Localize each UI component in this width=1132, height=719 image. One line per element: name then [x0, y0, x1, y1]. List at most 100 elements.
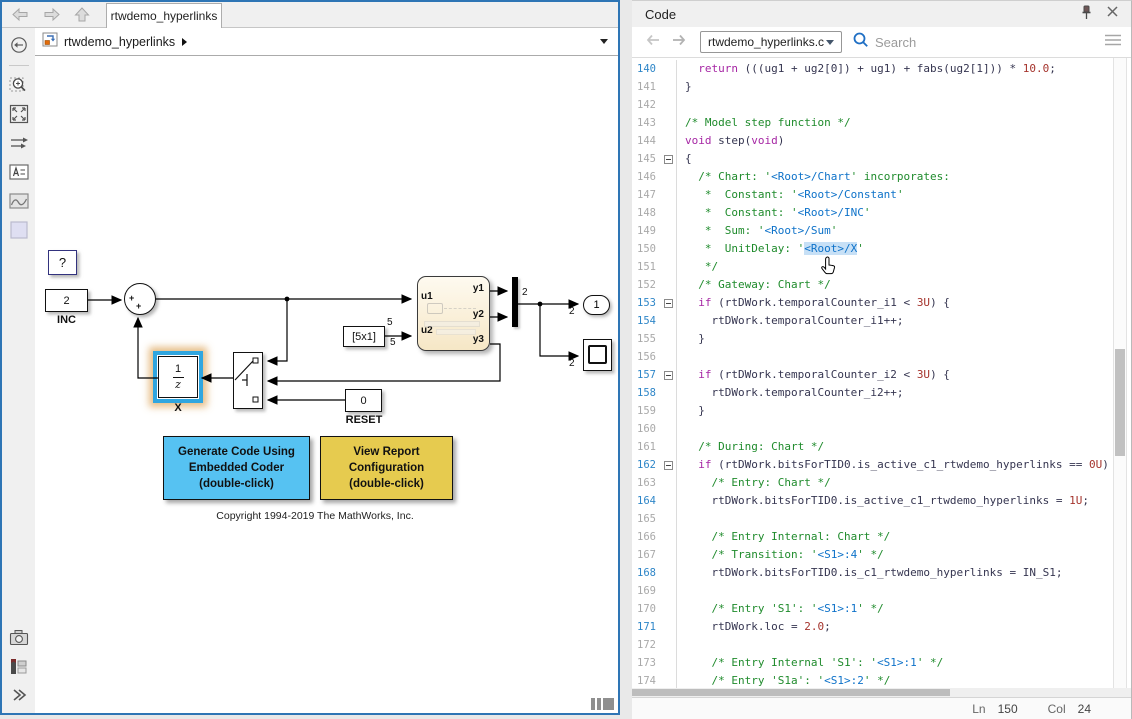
- close-icon[interactable]: [1106, 5, 1119, 23]
- chart-block[interactable]: u1 u2 y1 y2 y3: [417, 276, 490, 351]
- line-number[interactable]: 172: [637, 639, 656, 651]
- code-editor[interactable]: 140 return (((ug1 + ug2[0]) + ug1) + fab…: [632, 58, 1131, 688]
- horizontal-scrollbar-thumb[interactable]: [632, 689, 950, 696]
- line-number[interactable]: 159: [637, 405, 656, 417]
- pane-grip[interactable]: [591, 698, 614, 710]
- line-number[interactable]: 173: [637, 657, 656, 669]
- constant-inc-block[interactable]: 2: [45, 289, 88, 312]
- line-number[interactable]: 164: [637, 495, 656, 507]
- view-report-button[interactable]: View Report Configuration (double-click): [320, 436, 453, 500]
- signal-arrows-icon[interactable]: [8, 132, 30, 154]
- fold-marker[interactable]: [660, 456, 676, 474]
- line-number[interactable]: 167: [637, 549, 656, 561]
- code-hyperlink[interactable]: <Root>/X: [804, 242, 858, 255]
- camera-icon[interactable]: [8, 626, 30, 648]
- line-number[interactable]: 145: [637, 153, 656, 165]
- line-number[interactable]: 149: [637, 225, 656, 237]
- code-hyperlink[interactable]: <Root>/INC: [797, 206, 864, 219]
- switch-block[interactable]: [233, 352, 263, 409]
- line-number[interactable]: 162: [637, 459, 656, 471]
- zoom-in-icon[interactable]: [8, 74, 30, 96]
- code-hyperlink[interactable]: <S1>:4: [817, 548, 858, 561]
- horizontal-scrollbar[interactable]: [632, 688, 1131, 697]
- collapse-minus-icon[interactable]: [663, 460, 673, 470]
- line-number[interactable]: 168: [637, 567, 656, 579]
- mux-block[interactable]: [512, 277, 518, 327]
- line-number[interactable]: 144: [637, 135, 656, 147]
- code-token: ) {: [930, 296, 950, 309]
- image-annotation-icon[interactable]: [8, 190, 30, 212]
- line-number[interactable]: 161: [637, 441, 656, 453]
- line-number[interactable]: 146: [637, 171, 656, 183]
- breadcrumb-model-name[interactable]: rtwdemo_hyperlinks: [64, 34, 176, 49]
- code-hyperlink[interactable]: <S1>:2: [824, 674, 864, 687]
- line-number[interactable]: 152: [637, 279, 656, 291]
- code-hyperlink[interactable]: <Root>/Constant: [797, 188, 897, 201]
- expand-icon[interactable]: [8, 684, 30, 706]
- line-number[interactable]: 170: [637, 603, 656, 615]
- code-back-icon[interactable]: [644, 31, 662, 54]
- generate-code-button[interactable]: Generate Code Using Embedded Coder (doub…: [163, 436, 310, 500]
- line-number[interactable]: 151: [637, 261, 656, 273]
- line-number[interactable]: 147: [637, 189, 656, 201]
- code-hyperlink[interactable]: <Root>/Chart: [771, 170, 851, 183]
- vertical-scrollbar-thumb[interactable]: [1115, 349, 1125, 456]
- vector-constant-block[interactable]: [5x1]: [343, 326, 385, 347]
- code-token: (((ug1 + ug2[0]) + ug1) + fabs(ug2[1])) …: [738, 62, 1023, 75]
- line-number[interactable]: 160: [637, 423, 656, 435]
- line-number[interactable]: 140: [637, 63, 656, 75]
- file-selector-dropdown[interactable]: rtwdemo_hyperlinks.c: [700, 31, 842, 53]
- code-forward-icon[interactable]: [670, 31, 688, 54]
- line-number[interactable]: 169: [637, 585, 656, 597]
- code-hyperlink[interactable]: <S1>:1: [877, 656, 917, 669]
- search-input[interactable]: [875, 34, 1095, 50]
- line-number[interactable]: 143: [637, 117, 656, 129]
- help-block[interactable]: ?: [48, 250, 77, 275]
- panel-splitter[interactable]: [620, 0, 632, 719]
- breadcrumb[interactable]: rtwdemo_hyperlinks: [35, 28, 618, 56]
- code-token: * Sum: ': [685, 224, 765, 237]
- annotation-icon[interactable]: [8, 161, 30, 183]
- forward-arrow-icon[interactable]: [40, 4, 62, 26]
- line-number[interactable]: 171: [637, 621, 656, 633]
- line-number[interactable]: 166: [637, 531, 656, 543]
- collapse-minus-icon[interactable]: [663, 370, 673, 380]
- explorer-bar-toggle-icon[interactable]: [8, 34, 30, 56]
- menu-hamburger-icon[interactable]: [1103, 32, 1123, 53]
- model-tab[interactable]: rtwdemo_hyperlinks: [106, 2, 222, 28]
- constant-reset-block[interactable]: 0: [345, 389, 382, 412]
- pin-icon[interactable]: [1079, 4, 1093, 25]
- scope-block[interactable]: [583, 339, 612, 371]
- fold-marker[interactable]: [660, 150, 676, 168]
- code-hyperlink[interactable]: <S1>:1: [817, 602, 858, 615]
- model-data-icon[interactable]: [8, 655, 30, 677]
- fit-to-view-icon[interactable]: [8, 103, 30, 125]
- vertical-scrollbar[interactable]: [1113, 58, 1127, 688]
- code-hyperlink[interactable]: <Root>/Sum: [764, 224, 831, 237]
- area-annotation-icon[interactable]: [8, 219, 30, 241]
- outport-block[interactable]: 1: [583, 295, 610, 315]
- back-arrow-icon[interactable]: [9, 4, 31, 26]
- line-number[interactable]: 157: [637, 369, 656, 381]
- line-number[interactable]: 155: [637, 333, 656, 345]
- breadcrumb-dropdown-icon[interactable]: [600, 39, 608, 44]
- line-number[interactable]: 156: [637, 351, 656, 363]
- line-number[interactable]: 150: [637, 243, 656, 255]
- unit-delay-block[interactable]: 1 z: [158, 356, 198, 398]
- line-number[interactable]: 163: [637, 477, 656, 489]
- line-number[interactable]: 158: [637, 387, 656, 399]
- fold-marker[interactable]: [660, 366, 676, 384]
- line-number[interactable]: 141: [637, 81, 656, 93]
- line-number[interactable]: 142: [637, 99, 656, 111]
- line-number[interactable]: 165: [637, 513, 656, 525]
- model-canvas[interactable]: ? 2 INC + + 1 z X: [35, 56, 618, 713]
- sum-block[interactable]: [124, 283, 156, 315]
- collapse-minus-icon[interactable]: [663, 298, 673, 308]
- up-arrow-icon[interactable]: [71, 4, 93, 26]
- line-number[interactable]: 153: [637, 297, 656, 309]
- line-number[interactable]: 148: [637, 207, 656, 219]
- collapse-minus-icon[interactable]: [663, 154, 673, 164]
- fold-marker[interactable]: [660, 294, 676, 312]
- line-number[interactable]: 154: [637, 315, 656, 327]
- line-number[interactable]: 174: [637, 675, 656, 687]
